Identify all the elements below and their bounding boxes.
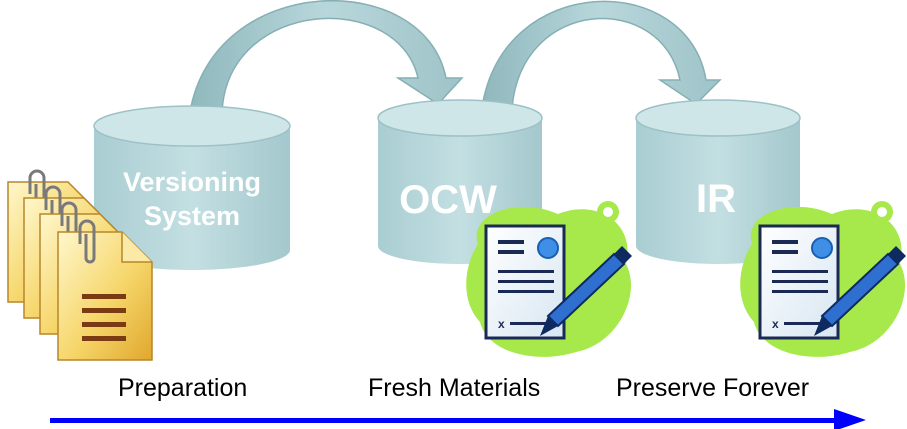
stage-label-preparation: Preparation: [118, 374, 248, 402]
signed-certificate-icon: x: [740, 201, 906, 357]
stage-label-preserve-forever: Preserve Forever: [616, 374, 810, 402]
svg-text:x: x: [772, 317, 779, 331]
cylinder-label: System: [144, 201, 240, 231]
curved-arrow-ocw-to-ir: [481, 0, 722, 109]
svg-text:x: x: [498, 317, 505, 331]
cylinder-label: IR: [696, 177, 736, 221]
curved-arrow-versioning-to-ocw: [189, 0, 464, 113]
timeline-arrow: [50, 409, 866, 429]
document-stack-icon: [7, 169, 153, 361]
cylinder-label: OCW: [399, 178, 497, 222]
cylinder-versioning-system: Versioning System: [93, 105, 291, 270]
cylinder-label: Versioning: [123, 167, 261, 197]
stage-label-fresh-materials: Fresh Materials: [368, 374, 541, 402]
signed-certificate-icon: x: [466, 201, 632, 357]
